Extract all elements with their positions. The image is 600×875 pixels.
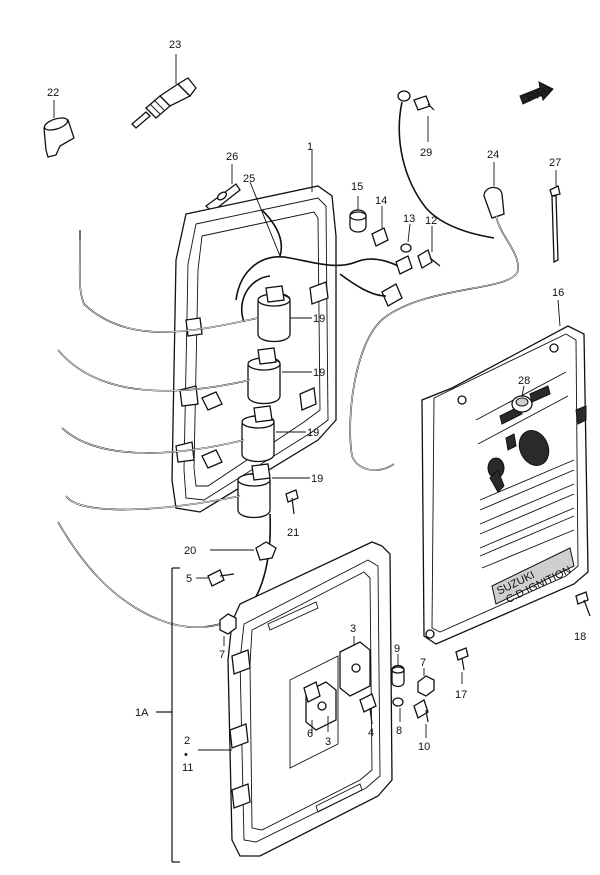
callout-19b: 19 bbox=[313, 367, 325, 379]
callout-dot: • bbox=[184, 749, 188, 761]
ignition-coil-19b bbox=[247, 347, 281, 405]
spacer-9 bbox=[391, 664, 405, 688]
washer-8 bbox=[392, 697, 404, 707]
callout-12: 12 bbox=[425, 215, 437, 227]
callout-13: 13 bbox=[403, 213, 415, 225]
callout-17: 17 bbox=[455, 689, 467, 701]
nut-7b bbox=[417, 675, 435, 697]
callout-28: 28 bbox=[518, 375, 530, 387]
callout-3b: 3 bbox=[325, 736, 331, 748]
ignition-coil-19d bbox=[237, 463, 271, 519]
screw-4 bbox=[359, 693, 377, 725]
harness-25 bbox=[235, 256, 399, 301]
connector-25 bbox=[381, 255, 413, 307]
washer-13 bbox=[400, 243, 412, 253]
callout-26: 26 bbox=[226, 151, 238, 163]
callout-2: 2 bbox=[184, 735, 190, 747]
screw-17 bbox=[455, 647, 469, 671]
ignition-coil-19c bbox=[241, 405, 275, 463]
callout-14: 14 bbox=[375, 195, 387, 207]
callout-1a: 1A bbox=[135, 707, 149, 719]
bolt-10 bbox=[413, 699, 429, 723]
grommet-15 bbox=[349, 209, 367, 233]
callout-21: 21 bbox=[287, 527, 299, 539]
callout-19d: 19 bbox=[311, 473, 323, 485]
cover-badge: SUZUKI C.D.IGNITION bbox=[491, 547, 575, 606]
screw-18 bbox=[575, 591, 591, 617]
callout-19c: 19 bbox=[307, 427, 319, 439]
nut-7a bbox=[219, 613, 237, 635]
callout-10: 10 bbox=[418, 741, 430, 753]
cable-tie-27 bbox=[549, 185, 561, 264]
callout-8: 8 bbox=[396, 725, 402, 737]
callout-27: 27 bbox=[549, 157, 561, 169]
callout-6: 6 bbox=[307, 728, 313, 740]
callout-7a: 7 bbox=[219, 649, 225, 661]
callout-24: 24 bbox=[487, 149, 499, 161]
assembly-bracket-1A bbox=[156, 567, 232, 863]
grommet-28 bbox=[511, 395, 533, 413]
callout-23: 23 bbox=[169, 39, 181, 51]
callout-15: 15 bbox=[351, 181, 363, 193]
cable-24 bbox=[349, 186, 519, 471]
collar-14 bbox=[371, 227, 389, 247]
callout-5: 5 bbox=[186, 573, 192, 585]
callout-7b: 7 bbox=[420, 657, 426, 669]
callout-16: 16 bbox=[552, 287, 564, 299]
ignition-coil-19a bbox=[257, 285, 291, 343]
bracket-plate-1 bbox=[171, 185, 337, 513]
callout-3a: 3 bbox=[350, 623, 356, 635]
callout-25: 25 bbox=[243, 173, 255, 185]
screw-21 bbox=[285, 489, 299, 515]
callout-11: 11 bbox=[182, 762, 193, 774]
callout-20: 20 bbox=[184, 545, 196, 557]
callout-9: 9 bbox=[394, 643, 400, 655]
callout-18: 18 bbox=[574, 631, 586, 643]
spark-plug-23 bbox=[131, 77, 197, 129]
screw-5 bbox=[207, 569, 235, 587]
base-plate-2 bbox=[227, 541, 393, 857]
callout-19a: 19 bbox=[313, 313, 325, 325]
callout-29: 29 bbox=[420, 147, 432, 159]
callout-22: 22 bbox=[47, 87, 59, 99]
clip-20 bbox=[255, 541, 277, 561]
fwd-text: FWD bbox=[526, 84, 554, 105]
ground-wire-29 bbox=[397, 90, 495, 239]
callout-labels: 1 1A 2 • 11 3 3 4 5 6 7 7 8 9 10 12 13 1… bbox=[47, 39, 586, 774]
callout-1: 1 bbox=[307, 141, 313, 153]
fwd-arrow: FWD bbox=[519, 81, 554, 105]
callout-4: 4 bbox=[368, 727, 374, 739]
bolt-12 bbox=[417, 249, 441, 269]
plug-cap-22 bbox=[43, 117, 75, 158]
